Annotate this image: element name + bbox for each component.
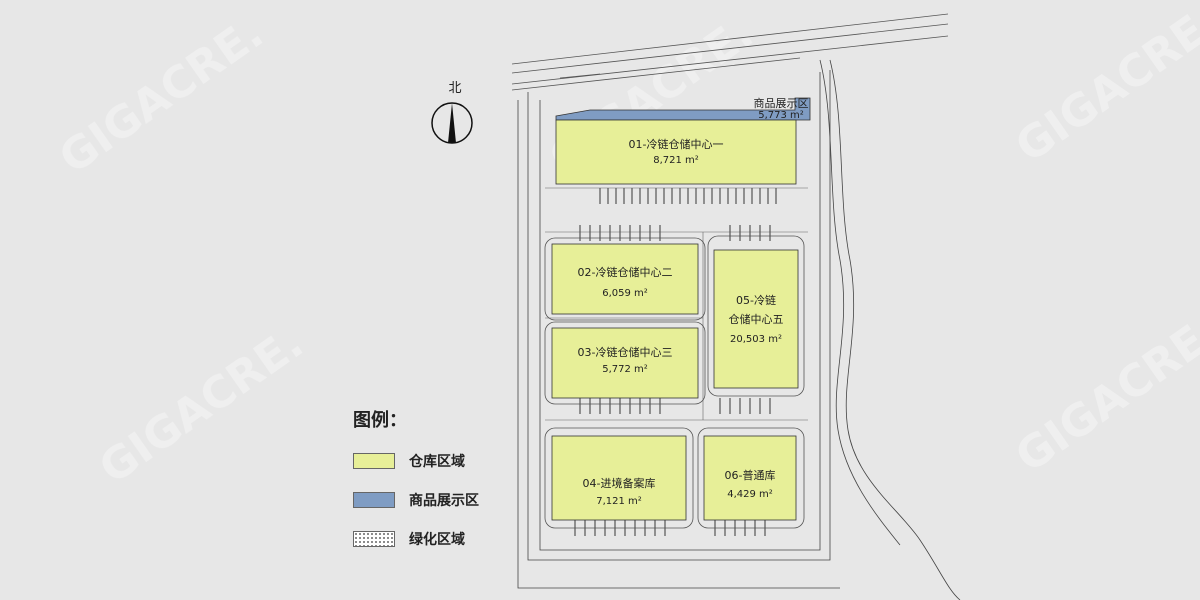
warehouse-01 bbox=[555, 119, 797, 185]
legend-label: 商品展示区 bbox=[409, 493, 479, 509]
legend-item-greenery: 绿化区域 bbox=[353, 529, 479, 549]
watermark-text: GIGACRE. bbox=[90, 317, 312, 494]
legend-label: 绿化区域 bbox=[409, 532, 465, 548]
showroom-name: 商品展示区 bbox=[754, 96, 809, 110]
warehouse-03-name: 03-冷链仓储中心三 bbox=[578, 345, 673, 359]
legend-label: 仓库区域 bbox=[409, 454, 465, 470]
north-compass: 北 bbox=[431, 81, 473, 144]
compass-label: 北 bbox=[448, 81, 461, 96]
warehouse-06-name: 06-普通库 bbox=[725, 468, 776, 482]
warehouse-04 bbox=[551, 435, 687, 521]
warehouse-02-area: 6,059 m² bbox=[602, 288, 648, 299]
warehouse-06 bbox=[703, 435, 797, 521]
watermark-text: GIGACRE. bbox=[50, 7, 272, 184]
legend: 图例： 仓库区域 商品展示区 绿化区域 bbox=[353, 406, 479, 568]
warehouse-02 bbox=[551, 243, 699, 315]
watermark-text: GIGACRE. bbox=[1007, 0, 1200, 173]
warehouse-06-area: 4,429 m² bbox=[727, 489, 773, 500]
site-boundary bbox=[517, 59, 961, 600]
warehouse-swatch bbox=[353, 453, 395, 469]
legend-title: 图例： bbox=[353, 410, 407, 431]
warehouse-03-area: 5,772 m² bbox=[602, 364, 648, 375]
warehouse-05-name-line2: 仓储中心五 bbox=[729, 312, 784, 326]
warehouse-05 bbox=[713, 249, 799, 389]
internal-roads bbox=[544, 235, 805, 529]
warehouse-02-name: 02-冷链仓储中心二 bbox=[578, 265, 673, 279]
warehouse-04-area: 7,121 m² bbox=[596, 496, 642, 507]
showroom-area-value: 5,773 m² bbox=[758, 110, 804, 121]
warehouse-05-area: 20,503 m² bbox=[730, 334, 782, 345]
showroom-label: 商品展示区 5,773 m² bbox=[754, 96, 809, 121]
warehouse-01-area: 8,721 m² bbox=[653, 155, 699, 166]
warehouse-05-name: 05-冷链 bbox=[736, 293, 776, 307]
warehouse-04-name: 04-进境备案库 bbox=[583, 476, 656, 490]
showroom-swatch bbox=[353, 492, 395, 508]
north-arrow-icon bbox=[448, 103, 456, 143]
warehouse-01-name: 01-冷链仓储中心一 bbox=[629, 137, 724, 151]
warehouse-03 bbox=[551, 327, 699, 399]
watermark-text: GIGACRE. bbox=[1007, 306, 1200, 483]
top-road bbox=[511, 13, 949, 91]
legend-item-showroom: 商品展示区 bbox=[353, 490, 479, 510]
legend-item-warehouse: 仓库区域 bbox=[353, 451, 479, 471]
greenery-swatch bbox=[353, 531, 395, 547]
